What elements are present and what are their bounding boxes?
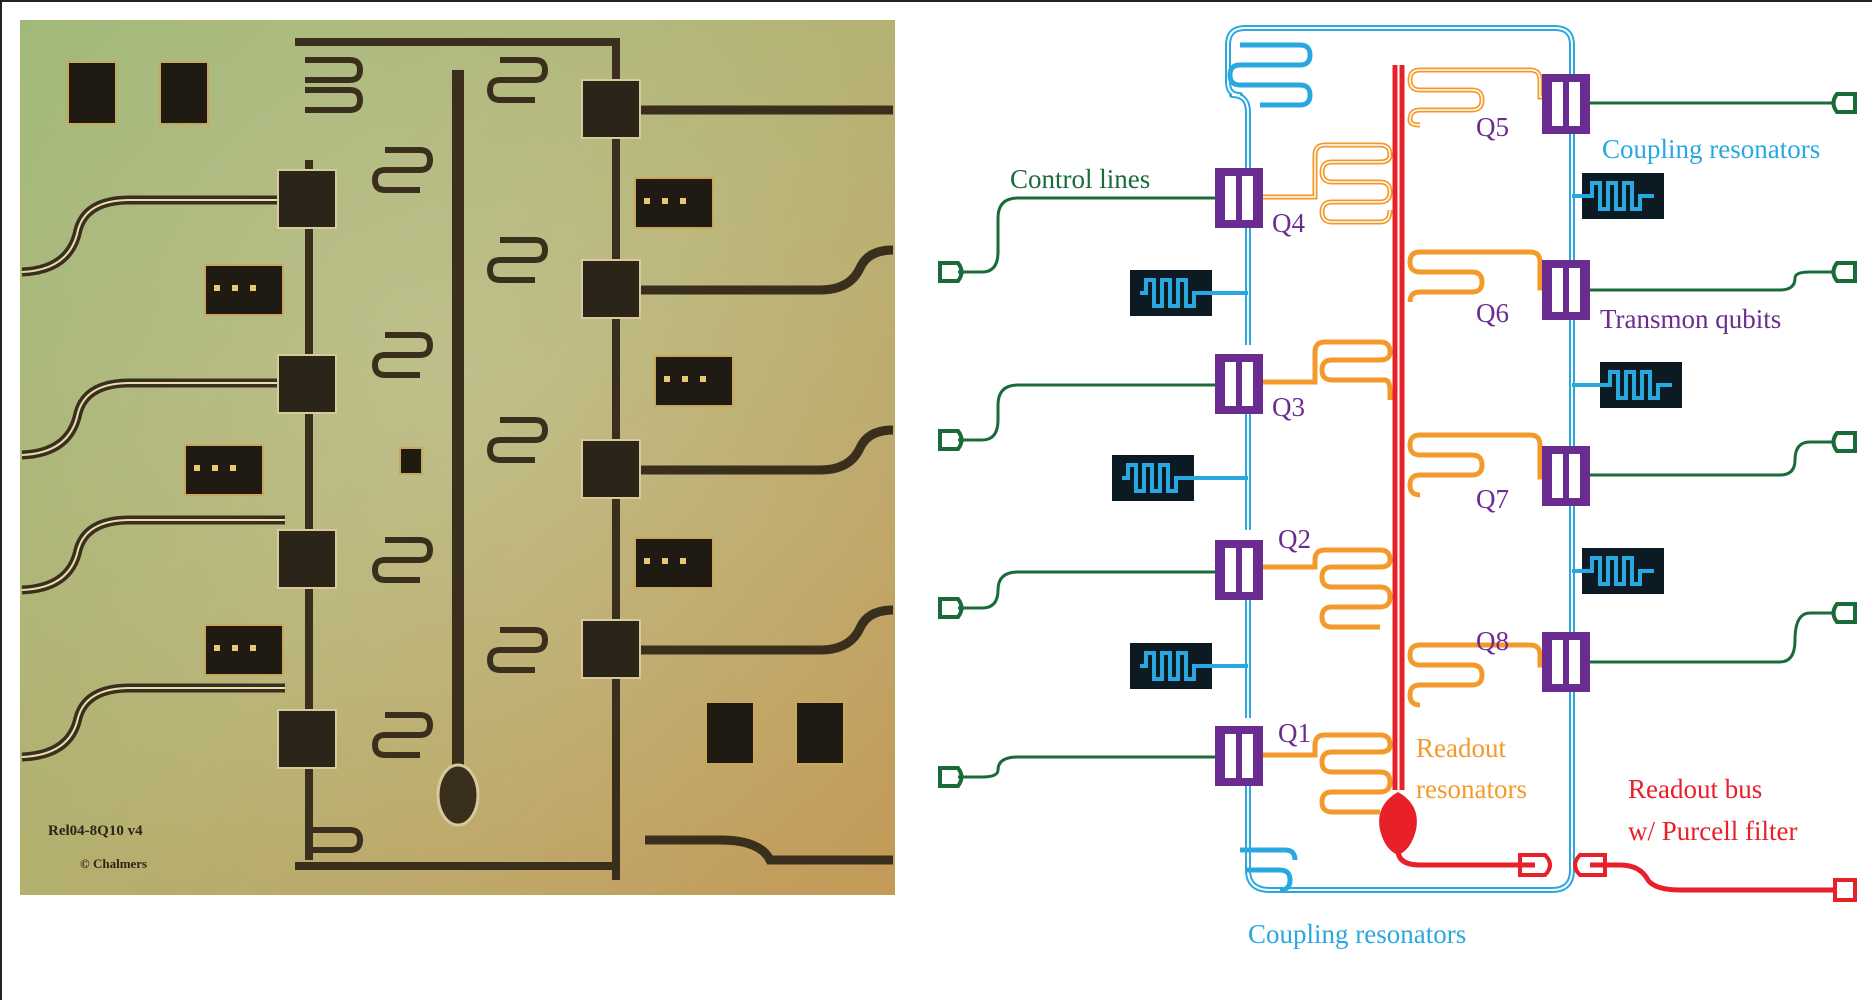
control-lines: [958, 101, 1835, 779]
control-pad-q8: [1831, 602, 1857, 624]
chip-qubit-q6: [581, 259, 641, 319]
qubit-q8: [1542, 632, 1590, 692]
label-readout-resonators-line1: Readout: [1416, 733, 1506, 763]
chip-qubit-q3: [277, 354, 337, 414]
chip-qubit-q5: [581, 79, 641, 139]
label-readout-resonators-line2: resonators: [1416, 774, 1527, 804]
control-pad-q2: [938, 597, 964, 619]
qubit-q1: [1215, 726, 1263, 786]
control-pad-q6: [1831, 261, 1857, 283]
qubit-q3: [1215, 354, 1263, 414]
label-q5: Q5: [1476, 112, 1509, 142]
label-readout-bus-line2: w/ Purcell filter: [1628, 816, 1797, 846]
control-pad-q1: [938, 766, 964, 788]
control-pad-q5: [1831, 92, 1857, 114]
coupling-resonator-boxes: [1112, 173, 1682, 689]
chip-qubit-q8: [581, 619, 641, 679]
transmon-qubits: [1215, 74, 1590, 786]
qubit-q6: [1542, 260, 1590, 320]
chip-qubit-q1: [277, 709, 337, 769]
control-pad-q7: [1831, 431, 1857, 453]
control-pad-q3: [938, 429, 964, 451]
purcell-filter: [1379, 792, 1417, 855]
label-control-lines: Control lines: [1010, 164, 1150, 194]
chip-feedline: [452, 70, 464, 810]
label-transmon-qubits: Transmon qubits: [1600, 304, 1781, 334]
label-q7: Q7: [1476, 484, 1509, 514]
label-coupling-resonators-bottom: Coupling resonators: [1248, 919, 1466, 949]
label-coupling-resonators-top: Coupling resonators: [1602, 134, 1820, 164]
qubit-q5: [1542, 74, 1590, 134]
chip-text-line1: Rel04-8Q10 v4: [48, 823, 143, 839]
label-q6: Q6: [1476, 298, 1509, 328]
readout-resonators: [1263, 67, 1557, 815]
chip-qubit-q7: [581, 439, 641, 499]
label-readout-bus-line1: Readout bus: [1628, 774, 1762, 804]
label-q3: Q3: [1272, 392, 1305, 422]
control-pad-q4: [938, 261, 964, 283]
label-q4: Q4: [1272, 208, 1305, 238]
schematic: Q4 Q3 Q2 Q1 Q5 Q6 Q7 Q8 Control lines Co…: [938, 25, 1857, 949]
chip-text-line2: © Chalmers: [80, 856, 147, 871]
label-q8: Q8: [1476, 626, 1509, 656]
qubit-q4: [1215, 168, 1263, 228]
qubit-q7: [1542, 446, 1590, 506]
label-q1: Q1: [1278, 718, 1311, 748]
label-q2: Q2: [1278, 524, 1311, 554]
chip-qubit-q2: [277, 529, 337, 589]
chip-photo: Rel04-8Q10 v4 © Chalmers: [20, 20, 895, 895]
qubit-q2: [1215, 540, 1263, 600]
chip-qubit-q4: [277, 169, 337, 229]
